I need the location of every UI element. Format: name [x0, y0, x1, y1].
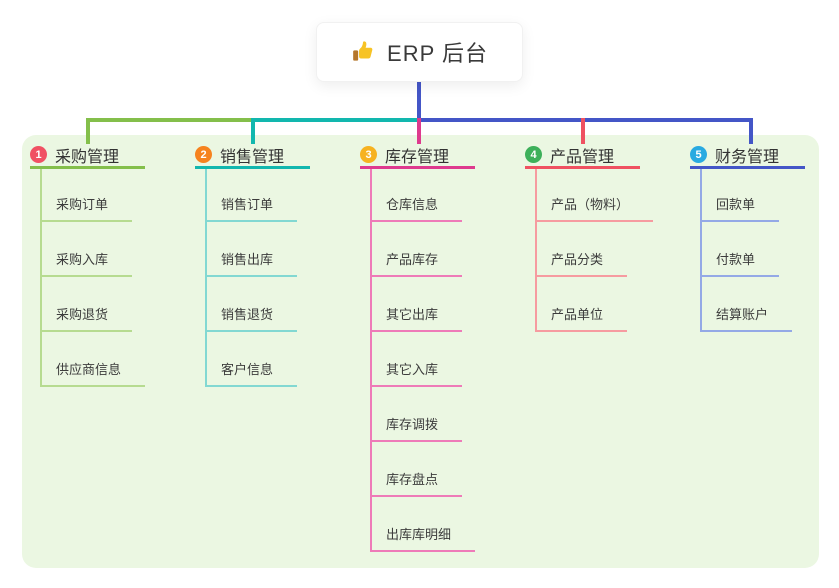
- branch-purchase: 1 采购管理 采购订单 采购入库 采购退货 供应商信息: [30, 146, 195, 387]
- child-node-label: 其它入库: [372, 359, 463, 387]
- branch-node-product[interactable]: 4 产品管理: [525, 146, 640, 169]
- child-node[interactable]: 供应商信息: [42, 332, 146, 387]
- child-node-label: 采购订单: [42, 194, 133, 222]
- child-node-label: 产品库存: [372, 249, 463, 277]
- child-node-label: 供应商信息: [42, 359, 146, 387]
- connector-segment-sales: [251, 118, 419, 122]
- child-node-label: 其它出库: [372, 304, 463, 332]
- child-node-label: 产品（物料）: [537, 194, 654, 222]
- child-node[interactable]: 库存盘点: [372, 442, 475, 497]
- child-node[interactable]: 其它出库: [372, 277, 475, 332]
- child-node[interactable]: 产品（物料）: [537, 169, 654, 222]
- branch-drop-sales: [251, 118, 255, 144]
- child-node-label: 仓库信息: [372, 194, 463, 222]
- child-node[interactable]: 出库库明细: [372, 497, 476, 552]
- child-node[interactable]: 采购入库: [42, 222, 145, 277]
- thumbs-up-icon: [351, 39, 377, 65]
- branch-title: 销售管理: [220, 148, 285, 166]
- child-node-label: 库存调拨: [372, 414, 463, 442]
- branch-children-finance: 回款单 付款单 结算账户: [700, 169, 793, 332]
- branch-node-inventory[interactable]: 3 库存管理: [360, 146, 475, 169]
- branch-number-badge: 2: [195, 146, 212, 163]
- branch-node-sales[interactable]: 2 销售管理: [195, 146, 310, 169]
- branch-title: 库存管理: [385, 148, 450, 166]
- root-node-title: ERP 后台: [387, 41, 488, 66]
- branch-node-purchase[interactable]: 1 采购管理: [30, 146, 145, 169]
- branch-children-inventory: 仓库信息 产品库存 其它出库 其它入库 库存调拨 库存盘点 出库库明细: [370, 169, 476, 552]
- child-node-label: 客户信息: [207, 359, 298, 387]
- branch-title: 财务管理: [715, 148, 780, 166]
- connector-segment-purchase: [86, 118, 253, 122]
- child-node[interactable]: 付款单: [702, 222, 792, 277]
- child-node-label: 结算账户: [702, 304, 793, 332]
- child-node-label: 付款单: [702, 249, 780, 277]
- child-node-label: 出库库明细: [372, 524, 476, 552]
- connector-segment-finance: [419, 118, 753, 122]
- branch-node-finance[interactable]: 5 财务管理: [690, 146, 805, 169]
- branch-drop-finance: [749, 118, 753, 144]
- child-node[interactable]: 其它入库: [372, 332, 475, 387]
- branch-drop-purchase: [86, 118, 90, 144]
- child-node[interactable]: 产品单位: [537, 277, 653, 332]
- child-node[interactable]: 销售出库: [207, 222, 298, 277]
- branch-sales: 2 销售管理 销售订单 销售出库 销售退货 客户信息: [195, 146, 360, 387]
- child-node-label: 回款单: [702, 194, 780, 222]
- branch-drop-inventory: [417, 118, 421, 144]
- branch-number-badge: 4: [525, 146, 542, 163]
- branch-children-product: 产品（物料） 产品分类 产品单位: [535, 169, 654, 332]
- child-node-label: 库存盘点: [372, 469, 463, 497]
- child-node-label: 产品分类: [537, 249, 628, 277]
- child-node[interactable]: 产品分类: [537, 222, 653, 277]
- child-node-label: 采购退货: [42, 304, 133, 332]
- child-node[interactable]: 仓库信息: [372, 169, 475, 222]
- child-node[interactable]: 客户信息: [207, 332, 298, 387]
- child-node-label: 销售出库: [207, 249, 298, 277]
- branch-finance: 5 财务管理 回款单 付款单 结算账户: [690, 146, 839, 332]
- branch-children-purchase: 采购订单 采购入库 采购退货 供应商信息: [40, 169, 146, 387]
- branch-children-sales: 销售订单 销售出库 销售退货 客户信息: [205, 169, 298, 387]
- child-node[interactable]: 采购退货: [42, 277, 145, 332]
- child-node[interactable]: 采购订单: [42, 169, 145, 222]
- child-node-label: 销售退货: [207, 304, 298, 332]
- child-node[interactable]: 回款单: [702, 169, 792, 222]
- branch-number-badge: 3: [360, 146, 377, 163]
- child-node[interactable]: 库存调拨: [372, 387, 475, 442]
- root-connector: [417, 82, 421, 119]
- child-node[interactable]: 销售退货: [207, 277, 298, 332]
- branch-title: 采购管理: [55, 148, 120, 166]
- root-node[interactable]: ERP 后台: [316, 22, 523, 82]
- branch-title: 产品管理: [550, 148, 615, 166]
- child-node-label: 采购入库: [42, 249, 133, 277]
- child-node[interactable]: 结算账户: [702, 277, 793, 332]
- child-node-label: 销售订单: [207, 194, 298, 222]
- branch-number-badge: 1: [30, 146, 47, 163]
- branch-number-badge: 5: [690, 146, 707, 163]
- branch-product: 4 产品管理 产品（物料） 产品分类 产品单位: [525, 146, 690, 332]
- child-node-label: 产品单位: [537, 304, 628, 332]
- branch-inventory: 3 库存管理 仓库信息 产品库存 其它出库 其它入库 库存调拨 库存盘点 出库库…: [360, 146, 525, 552]
- child-node[interactable]: 产品库存: [372, 222, 475, 277]
- branch-drop-product: [581, 118, 585, 144]
- child-node[interactable]: 销售订单: [207, 169, 298, 222]
